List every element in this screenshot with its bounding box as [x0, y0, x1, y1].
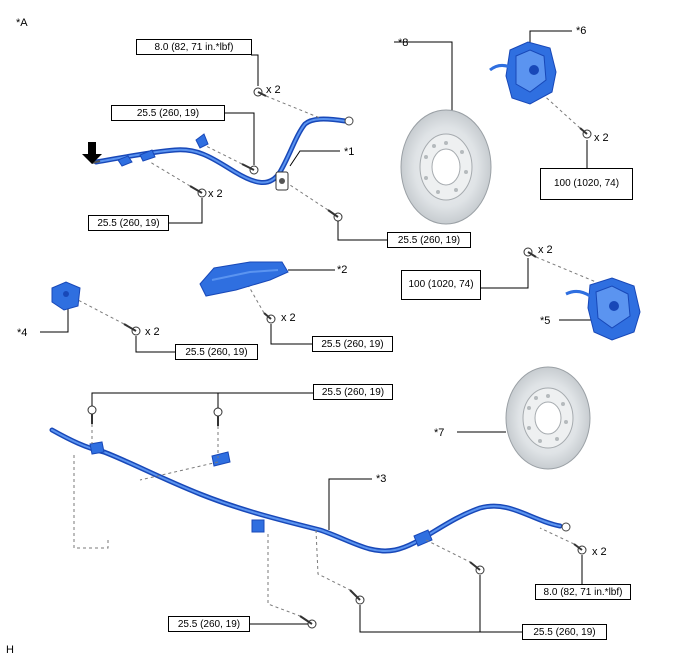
bolt-rear-lower-mid: [349, 589, 365, 605]
part-label-1: *1: [344, 146, 355, 158]
bolt-bracket-4: [123, 323, 141, 336]
bolt-rear-union: [573, 543, 587, 555]
quantity-label: x 2: [592, 546, 607, 558]
torque-box: 25.5 (260, 19): [313, 384, 393, 400]
part-label-3: *3: [376, 473, 387, 485]
rear-disc-rotor: [457, 366, 591, 470]
quantity-label: x 2: [594, 132, 609, 144]
quantity-label: x 2: [208, 188, 223, 200]
bolt-rear-lower-left: [299, 615, 317, 629]
front-dash-lines: [77, 91, 597, 325]
rear-dash-lines: [73, 424, 575, 617]
torque-box: 25.5 (260, 19): [387, 232, 471, 248]
shield-2: [199, 261, 289, 297]
view-label: *A: [16, 17, 28, 29]
part-label-6: *6: [576, 25, 587, 37]
rear-leader-lines: [91, 392, 583, 633]
torque-box: 25.5 (260, 19): [168, 616, 250, 632]
figure-code: H: [6, 644, 14, 656]
bracket-4: [51, 281, 81, 311]
part-label-8: *8: [398, 37, 409, 49]
bolt-rear-clamp-1: [87, 405, 97, 424]
torque-box: 100 (1020, 74): [540, 168, 633, 200]
quantity-label: x 2: [266, 84, 281, 96]
bolt-rear-clamp-2: [213, 407, 223, 426]
bolt-rear-lower-right: [469, 561, 485, 575]
torque-box: 25.5 (260, 19): [88, 215, 169, 231]
bolt-clamp-upper: [241, 163, 259, 175]
bolt-caliper-front: [579, 127, 592, 139]
front-disc-rotor: [400, 109, 492, 225]
part-label-7: *7: [434, 427, 445, 439]
part-label-5: *5: [540, 315, 551, 327]
rear-caliper-5: [565, 277, 641, 341]
part-label-2: *2: [337, 264, 348, 276]
bolt-clamp-left: [189, 185, 207, 198]
bolt-union-top: [253, 87, 267, 97]
torque-box: 8.0 (82, 71 in.*lbf): [535, 584, 631, 600]
torque-box: 25.5 (260, 19): [111, 105, 225, 121]
bolt-shield-2: [263, 312, 276, 324]
torque-box: 25.5 (260, 19): [522, 624, 607, 640]
front-leader-lines: [40, 30, 596, 353]
quantity-label: x 2: [145, 326, 160, 338]
torque-box: 25.5 (260, 19): [175, 344, 258, 360]
front-arrow-icon: [82, 142, 102, 164]
torque-box: 25.5 (260, 19): [312, 336, 393, 352]
bolt-caliper-rear: [523, 247, 537, 258]
front-caliper-6: [489, 41, 557, 105]
quantity-label: x 2: [538, 244, 553, 256]
quantity-label: x 2: [281, 312, 296, 324]
torque-box: 100 (1020, 74): [401, 270, 481, 300]
rear-brake-line-assembly: [49, 427, 571, 554]
torque-box: 8.0 (82, 71 in.*lbf): [136, 39, 252, 55]
part-label-4: *4: [17, 327, 28, 339]
front-brake-line-assembly: [91, 116, 354, 191]
bolt-bracket: [327, 209, 343, 222]
